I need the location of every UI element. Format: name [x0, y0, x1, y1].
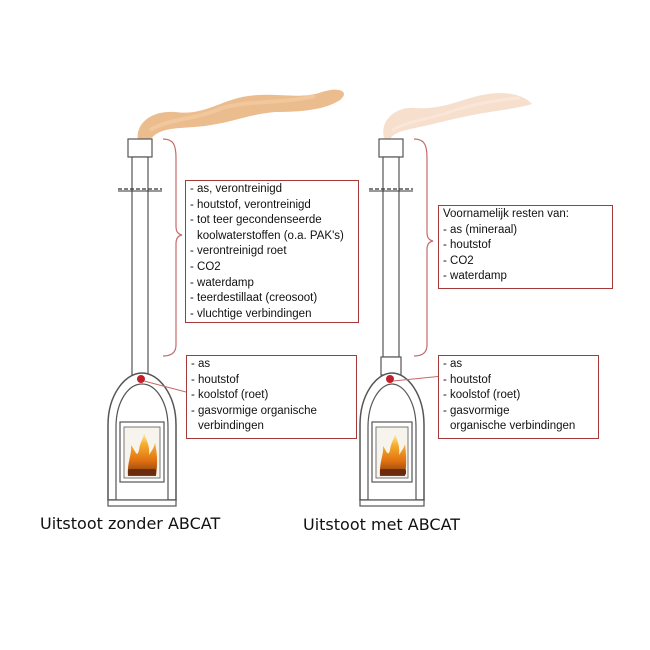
right-lower-item: organische verbindingen — [450, 420, 576, 433]
left-lower-item: - as — [191, 358, 211, 370]
left-smoke-plume — [137, 89, 344, 140]
right-upper-item: - houtstof — [443, 239, 491, 252]
right-upper-item: - as (mineraal) — [443, 223, 518, 236]
left-upper-item: koolwaterstoffen (o.a. PAK's) — [197, 229, 344, 242]
right-upper-item: - CO2 — [443, 254, 474, 267]
left-upper-item: - tot teer gecondenseerde — [190, 214, 322, 227]
right-upper-emissions-box: Voornamelijk resten van: - as (mineraal)… — [438, 205, 613, 289]
left-upper-item: - vluchtige verbindingen — [190, 307, 312, 320]
left-upper-item: - as, verontreinigd — [190, 183, 283, 195]
right-caption: Uitstoot met ABCAT — [303, 515, 461, 534]
right-sensor-dot — [386, 375, 394, 383]
right-lower-emissions-box: - as - houtstof - koolstof (roet) - gasv… — [438, 355, 599, 439]
right-lower-item: - as — [443, 358, 463, 370]
left-upper-item: - teerdestillaat (creosoot) — [190, 292, 318, 305]
left-upper-item: - CO2 — [190, 260, 221, 273]
right-upper-item: - waterdamp — [443, 270, 507, 283]
left-upper-item: - waterdamp — [190, 276, 254, 289]
right-lower-item: - gasvormige — [443, 404, 510, 417]
left-lower-item: - gasvormige organische — [191, 404, 317, 417]
right-sensor-pointer — [392, 375, 444, 382]
right-fire — [379, 434, 407, 476]
right-chimney — [369, 138, 413, 376]
left-chimney — [118, 138, 162, 376]
left-lower-emissions-box: - as - houtstof - koolstof (roet) - gasv… — [186, 355, 357, 439]
left-stove-body — [107, 372, 177, 507]
right-smoke-plume — [383, 93, 532, 140]
left-brace — [162, 138, 183, 357]
left-upper-item: - verontreinigd roet — [190, 245, 287, 258]
right-brace — [413, 138, 434, 357]
left-fire — [127, 433, 158, 476]
left-sensor-pointer — [143, 380, 187, 393]
left-upper-item: - houtstof, verontreinigd — [190, 198, 311, 211]
right-stove-body — [359, 372, 425, 507]
right-lower-item: - koolstof (roet) — [443, 389, 521, 402]
right-lower-item: - houtstof — [443, 373, 491, 386]
right-upper-item: Voornamelijk resten van: — [443, 208, 569, 220]
left-caption: Uitstoot zonder ABCAT — [40, 514, 221, 533]
left-upper-emissions-box: - as, verontreinigd - houtstof, verontre… — [185, 180, 359, 323]
left-sensor-dot — [137, 375, 145, 383]
left-lower-item: - houtstof — [191, 373, 239, 386]
left-lower-item: verbindingen — [198, 420, 264, 433]
left-lower-item: - koolstof (roet) — [191, 389, 269, 402]
